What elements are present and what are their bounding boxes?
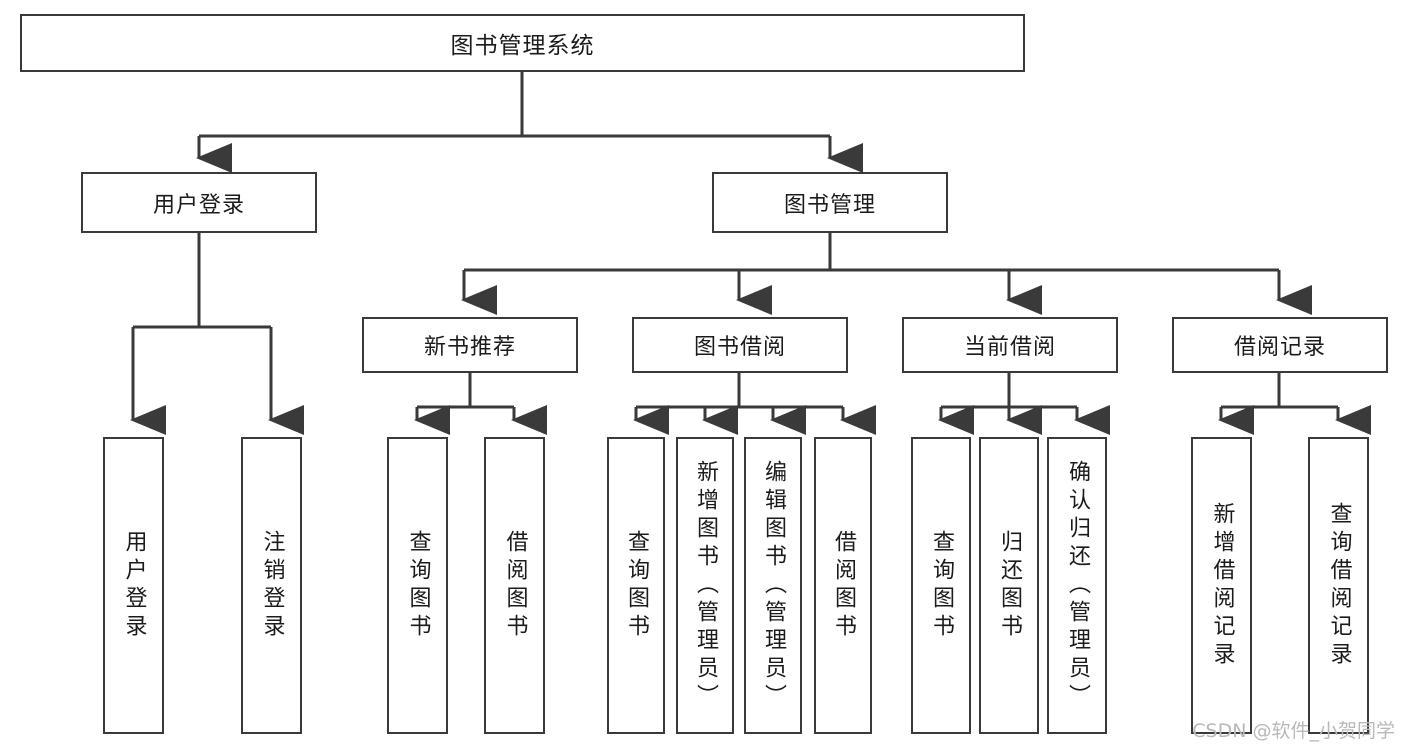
node-leaf-query-book-2[interactable]: 查询图书	[607, 437, 665, 734]
node-leaf-edit-book-label: 编辑图书（管理员）	[761, 459, 786, 712]
node-leaf-add-record-label: 新增借阅记录	[1209, 501, 1235, 670]
node-book-borrow[interactable]: 图书借阅	[632, 317, 848, 373]
node-leaf-query-book-3-label: 查询图书	[929, 529, 954, 642]
node-leaf-borrow-book-1-label: 借阅图书	[502, 529, 528, 642]
node-leaf-add-book[interactable]: 新增图书（管理员）	[676, 437, 734, 734]
node-leaf-query-book-2-label: 查询图书	[624, 529, 649, 642]
node-leaf-confirm-return[interactable]: 确认归还（管理员）	[1047, 437, 1107, 734]
node-leaf-user-login[interactable]: 用户登录	[103, 437, 164, 734]
node-leaf-user-login-label: 用户登录	[121, 529, 147, 642]
node-user-login-label: 用户登录	[152, 192, 245, 218]
node-leaf-query-book-1[interactable]: 查询图书	[387, 437, 448, 734]
node-leaf-query-record-label: 查询借阅记录	[1326, 501, 1352, 670]
node-leaf-add-record[interactable]: 新增借阅记录	[1191, 437, 1252, 734]
node-leaf-logout-label: 注销登录	[259, 529, 285, 642]
node-leaf-edit-book[interactable]: 编辑图书（管理员）	[744, 437, 802, 734]
node-root[interactable]: 图书管理系统	[20, 14, 1025, 72]
node-new-book-rec-label: 新书推荐	[423, 335, 516, 360]
node-leaf-confirm-return-label: 确认归还（管理员）	[1065, 459, 1090, 712]
watermark: CSDN @软件_小贺同学	[1192, 720, 1395, 742]
node-leaf-query-book-1-label: 查询图书	[405, 529, 431, 642]
node-borrow-record-label: 借阅记录	[1233, 335, 1326, 360]
node-user-login[interactable]: 用户登录	[81, 172, 317, 233]
node-leaf-borrow-book-2[interactable]: 借阅图书	[814, 437, 872, 734]
node-leaf-query-record[interactable]: 查询借阅记录	[1308, 437, 1369, 734]
node-leaf-borrow-book-2-label: 借阅图书	[831, 529, 856, 642]
node-book-manage-label: 图书管理	[783, 192, 876, 218]
node-book-borrow-label: 图书借阅	[693, 335, 786, 360]
node-current-borrow-label: 当前借阅	[963, 335, 1056, 360]
node-leaf-return-book-label: 归还图书	[997, 529, 1022, 642]
node-leaf-logout[interactable]: 注销登录	[241, 437, 302, 734]
node-root-label: 图书管理系统	[450, 33, 595, 59]
node-borrow-record[interactable]: 借阅记录	[1172, 317, 1388, 373]
node-leaf-return-book[interactable]: 归还图书	[979, 437, 1039, 734]
node-book-manage[interactable]: 图书管理	[712, 172, 948, 233]
node-leaf-borrow-book-1[interactable]: 借阅图书	[484, 437, 545, 734]
node-leaf-add-book-label: 新增图书（管理员）	[693, 459, 718, 712]
node-current-borrow[interactable]: 当前借阅	[902, 317, 1118, 373]
node-new-book-rec[interactable]: 新书推荐	[362, 317, 578, 373]
node-leaf-query-book-3[interactable]: 查询图书	[911, 437, 971, 734]
